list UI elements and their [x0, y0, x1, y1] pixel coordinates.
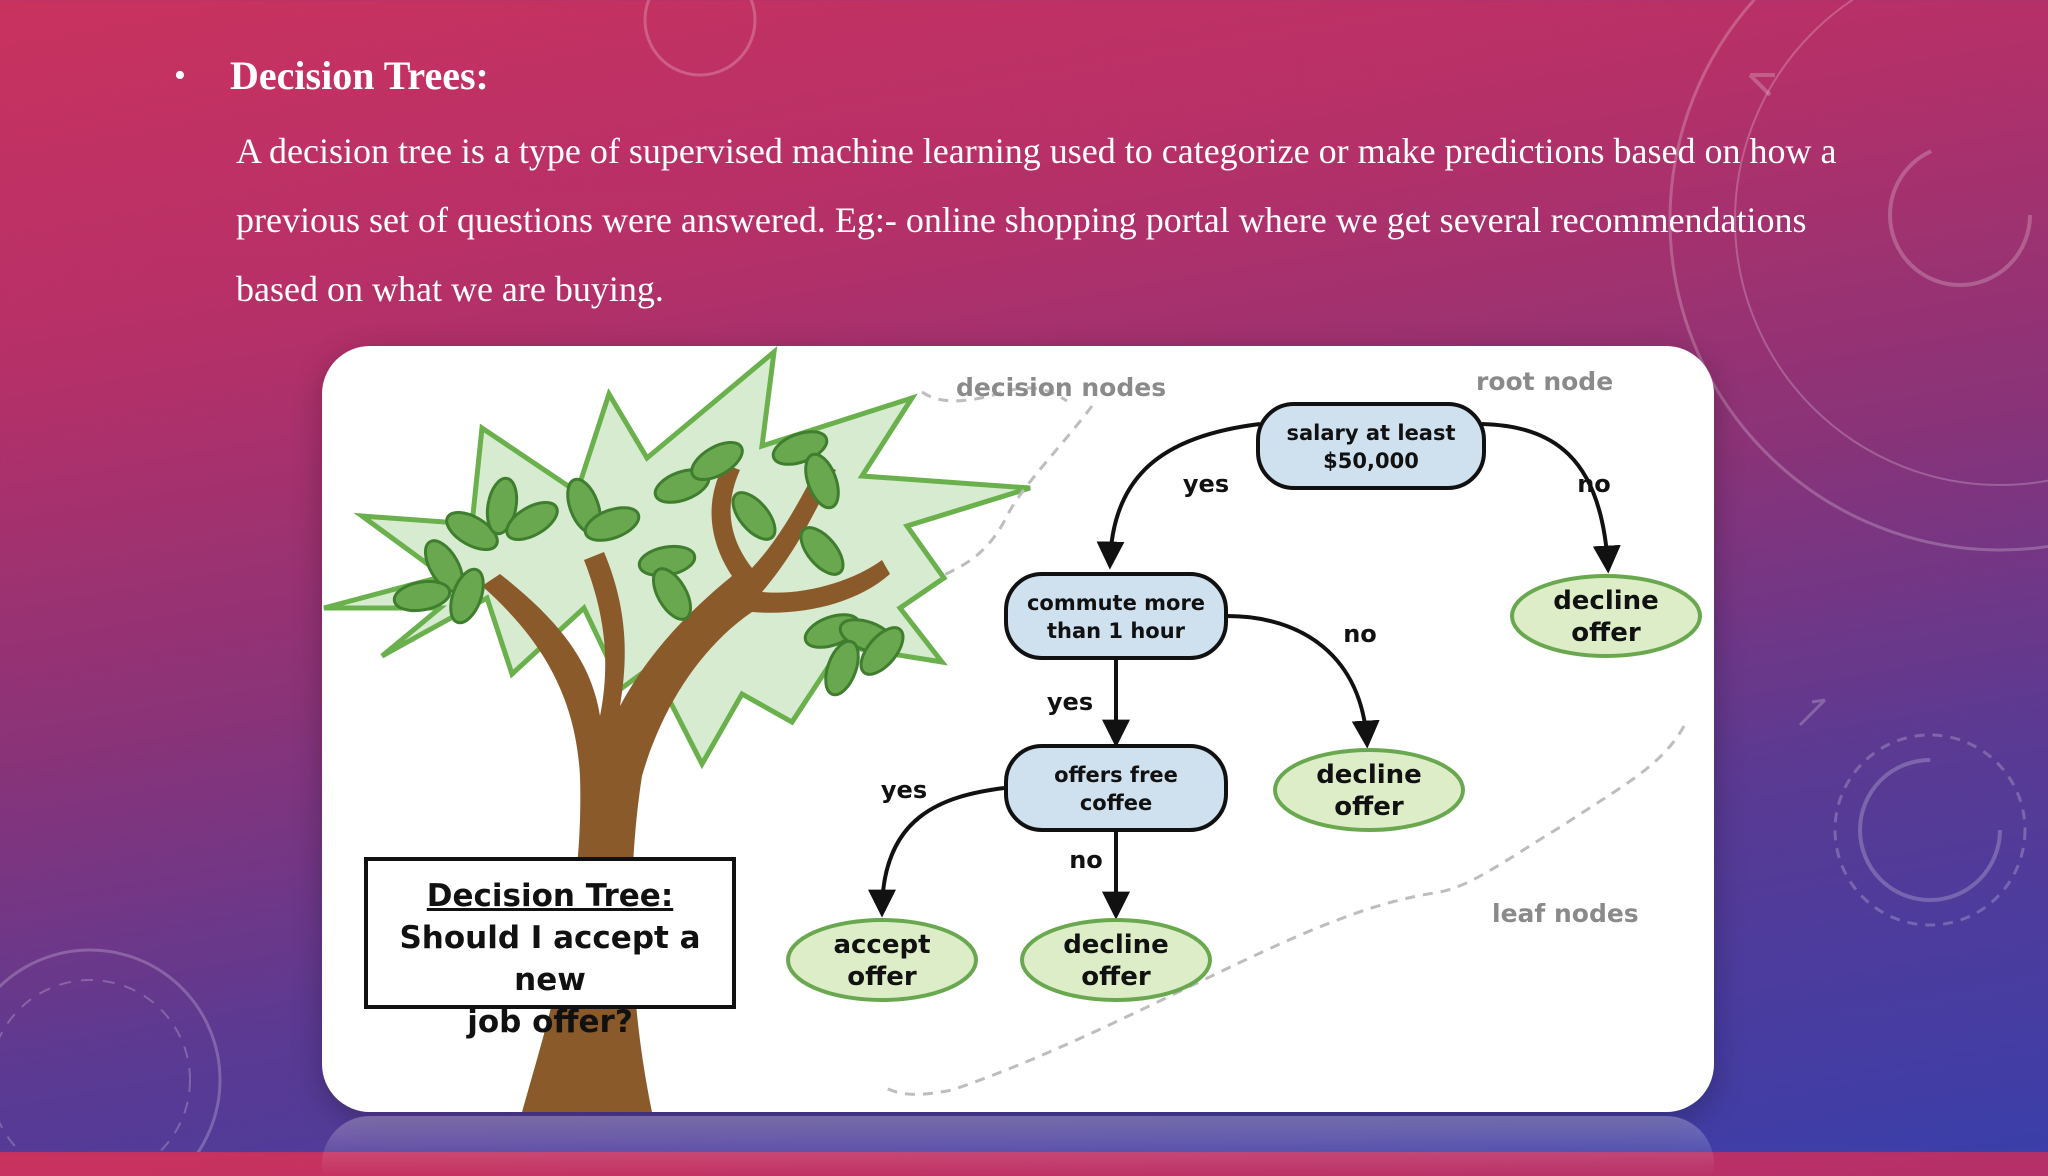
leaf [583, 506, 641, 542]
edge-label-coffee-yes: yes [881, 776, 927, 804]
leaf [651, 567, 693, 621]
leaf [445, 510, 499, 552]
decision-nodes-outline [921, 386, 1068, 403]
annotation-decision-nodes: decision nodes [956, 373, 1166, 402]
node-coffee-line2: coffee [1080, 791, 1152, 815]
leaf-commute-no-line2: offer [1334, 792, 1404, 822]
leaf [824, 639, 860, 697]
edge-label-coffee-no: no [1069, 846, 1103, 874]
edge-label-commute-no: no [1343, 620, 1377, 648]
leaf [392, 579, 452, 613]
leaf-root-no-line2: offer [1571, 618, 1641, 648]
edge-label-commute-yes: yes [1047, 688, 1093, 716]
leaf-node-coffee-no: decline offer [1020, 918, 1212, 1002]
background-decoration [0, 0, 2048, 1152]
decision-tree-figure: yes no yes no yes no decision nodes root… [322, 346, 1714, 1112]
edge-root-decline [1481, 422, 1621, 574]
edge-root-commute [1096, 422, 1261, 570]
leaf [690, 440, 744, 482]
decision-node-root: salary at least $50,000 [1256, 402, 1486, 490]
bullet-heading-row: • Decision Trees: [174, 52, 1880, 99]
decision-nodes-outline [941, 405, 1094, 578]
node-root-line2: $50,000 [1323, 449, 1419, 473]
diagram-title-box: Decision Tree: Should I accept a new job… [364, 857, 736, 1040]
leaf-coffee-no-line1: decline [1063, 930, 1169, 960]
edge-label-root-no: no [1577, 470, 1611, 498]
node-coffee-line1: offers free [1054, 763, 1178, 787]
leaf [449, 567, 485, 625]
leaf [804, 452, 840, 510]
node-commute-line1: commute more [1027, 591, 1205, 615]
leaf [731, 491, 777, 541]
node-root-line1: salary at least [1286, 421, 1455, 445]
slide-paragraph: A decision tree is a type of supervised … [236, 131, 1837, 309]
leaf [485, 476, 519, 536]
leaf-node-commute-no: decline offer [1273, 748, 1465, 832]
leaf [799, 526, 845, 576]
decision-node-commute: commute more than 1 hour [1004, 572, 1228, 660]
leaf-coffee-yes-line2: offer [847, 962, 917, 992]
diagram-title-line3: job offer? [467, 1004, 633, 1040]
leaf-nodes-outline [881, 725, 1686, 1096]
leaf-node-root-no: decline offer [1510, 574, 1702, 658]
group-outlines [881, 386, 1686, 1096]
card-reflection [322, 1116, 1714, 1176]
leaf [859, 626, 905, 676]
bullet-marker: • [174, 56, 186, 94]
tree-leaves [392, 430, 905, 697]
edge-commute-decline [1226, 614, 1380, 749]
diagram-title-line2: Should I accept a new [399, 920, 701, 998]
slide-text: • Decision Trees: A decision tree is a t… [174, 52, 1880, 324]
leaf-commute-no-line1: decline [1316, 760, 1422, 790]
leaf [505, 500, 559, 542]
leaf-coffee-no-line2: offer [1081, 962, 1151, 992]
decision-node-coffee: offers free coffee [1004, 744, 1228, 832]
edge-coffee-accept [868, 786, 1005, 918]
edges [868, 422, 1621, 920]
leaf-node-coffee-yes: accept offer [786, 918, 978, 1002]
leaf-coffee-yes-line1: accept [833, 930, 930, 960]
annotation-leaf-nodes: leaf nodes [1492, 899, 1639, 928]
slide-heading: Decision Trees: [230, 53, 489, 98]
edge-label-root-yes: yes [1183, 470, 1229, 498]
diagram-title-line1: Decision Tree: [426, 878, 674, 914]
node-commute-line2: than 1 hour [1047, 619, 1186, 643]
leaf-root-no-line1: decline [1553, 586, 1659, 616]
annotation-root-node: root node [1476, 367, 1613, 396]
